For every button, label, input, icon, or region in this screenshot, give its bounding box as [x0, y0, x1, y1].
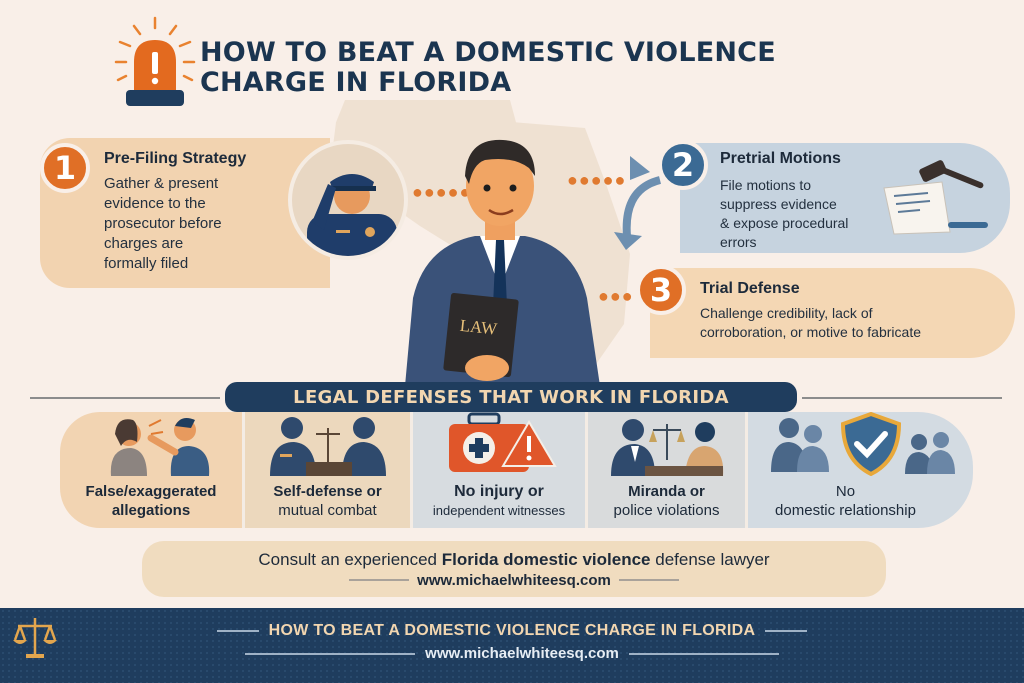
step-number-badge: 2 — [658, 140, 708, 190]
desc-line: evidence to the — [104, 195, 206, 212]
step-card-pretrial — [680, 143, 1010, 253]
desc-line: Challenge credibility, lack of — [700, 305, 873, 321]
defense-item: No domestic relationship — [748, 412, 973, 528]
desc-line: Gather & present — [104, 175, 219, 192]
step-description: Challenge credibility, lack of corrobora… — [700, 304, 1000, 342]
divider-line — [349, 579, 410, 581]
defense-item: Miranda or police violations — [588, 412, 748, 528]
consult-callout: Consult an experienced Florida domestic … — [142, 541, 886, 597]
divider-line — [618, 579, 679, 581]
label-line: police violations — [613, 502, 720, 519]
step-description: Gather & present evidence to the prosecu… — [104, 174, 284, 274]
footer-url-row: www.michaelwhiteesq.com — [0, 645, 1024, 662]
step-number-badge: 1 — [40, 143, 90, 193]
consult-bold: Florida domestic violence — [441, 549, 651, 569]
scales-of-justice-icon — [13, 618, 57, 658]
page-title: HOW TO BEAT A DOMESTIC VIOLENCE CHARGE I… — [200, 38, 776, 98]
consult-suffix: defense lawyer — [650, 549, 770, 569]
consult-text: Consult an experienced Florida domestic … — [258, 550, 769, 570]
desc-line: charges are — [104, 235, 184, 252]
divider-line — [802, 397, 1002, 399]
website-link[interactable]: www.michaelwhiteesq.com — [417, 571, 611, 589]
defense-label: Miranda or police violations — [614, 482, 720, 520]
defenses-banner: LEGAL DEFENSES THAT WORK IN FLORIDA — [225, 382, 797, 412]
defense-item: False/exaggerated allegations — [60, 412, 245, 528]
label-line: Miranda or — [628, 483, 705, 500]
connector-dots: ●●●●● — [567, 170, 627, 190]
curved-arrow-icon — [614, 156, 662, 250]
divider-line — [30, 397, 220, 399]
step-number-badge: 3 — [636, 265, 686, 315]
step-card-trial — [650, 268, 1015, 358]
desc-line: & expose procedural — [720, 215, 849, 231]
step-title: Pre-Filing Strategy — [104, 150, 247, 167]
step-title: Trial Defense — [700, 280, 800, 297]
step-description: File motions to suppress evidence & expo… — [720, 176, 900, 252]
label-line: allegations — [111, 502, 191, 519]
first-aid-warning-icon — [424, 412, 574, 476]
desc-line: formally filed — [104, 255, 189, 272]
desc-line: prosecutor before — [104, 215, 222, 232]
connector-dots: ●●●●● — [412, 182, 472, 202]
argument-icon — [76, 412, 226, 476]
label-line: False/exaggerated — [85, 483, 217, 500]
defense-item: No injury or independent witnesses — [413, 412, 588, 528]
label-line: independent witnesses — [432, 503, 566, 518]
lawyer-holding-law-book-illustration: LAW — [405, 139, 600, 386]
footer-website-link[interactable]: www.michaelwhiteesq.com — [425, 645, 619, 662]
label-line: mutual combat — [278, 502, 377, 519]
label-line: No — [835, 483, 856, 500]
step-title: Pretrial Motions — [720, 150, 841, 167]
defense-label: Self-defense or mutual combat — [273, 482, 381, 520]
divider-line — [765, 630, 808, 632]
consult-url-row: www.michaelwhiteesq.com — [349, 572, 679, 589]
footer-title: HOW TO BEAT A DOMESTIC VIOLENCE CHARGE I… — [268, 622, 756, 639]
desc-line: corroboration, or motive to fabricate — [700, 324, 921, 340]
label-line: No injury or — [454, 483, 544, 500]
divider-line — [216, 630, 259, 632]
defense-label: No injury or independent witnesses — [433, 482, 565, 520]
footer-bar — [0, 608, 1024, 683]
consult-prefix: Consult an experienced — [258, 549, 442, 569]
divider-line — [628, 652, 779, 655]
shield-check-icon — [761, 412, 961, 476]
gavel-document-icon — [883, 160, 988, 235]
svg-text:LAW: LAW — [459, 316, 499, 339]
divider-line — [245, 652, 416, 655]
scales-interview-icon — [592, 412, 742, 476]
connector-dots: ●●● — [598, 286, 634, 306]
footer-title-row: HOW TO BEAT A DOMESTIC VIOLENCE CHARGE I… — [0, 622, 1024, 640]
siren-alert-icon — [114, 16, 196, 106]
desc-line: File motions to — [720, 177, 812, 193]
scales-officer-icon — [253, 412, 403, 476]
title-line-1: HOW TO BEAT A DOMESTIC VIOLENCE — [200, 37, 776, 68]
police-officer-illustration — [288, 140, 408, 260]
defenses-row: False/exaggerated allegations Self-defen… — [60, 412, 990, 528]
desc-line: suppress evidence — [720, 196, 837, 212]
defense-label: No domestic relationship — [775, 482, 916, 520]
label-line: domestic relationship — [775, 502, 916, 519]
desc-line: errors — [720, 234, 757, 250]
title-line-2: CHARGE IN FLORIDA — [200, 67, 512, 98]
defense-item: Self-defense or mutual combat — [245, 412, 413, 528]
label-line: Self-defense or — [273, 483, 382, 500]
defense-label: False/exaggerated allegations — [86, 482, 217, 520]
